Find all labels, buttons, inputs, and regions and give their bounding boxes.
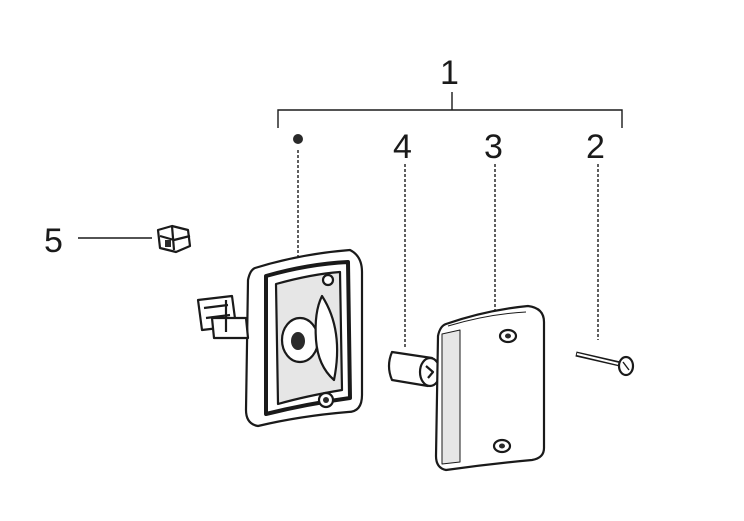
bulb-part [387, 350, 442, 388]
callout-label-5: 5 [44, 222, 63, 260]
group-bracket [277, 92, 623, 128]
housing-marker-dot [293, 134, 303, 144]
lens-part [434, 304, 546, 472]
callout-label-3: 3 [484, 128, 503, 166]
callout-group-5: 5 [44, 222, 152, 260]
clip-nut-part [156, 224, 192, 254]
callout-group-3: 3 [484, 128, 503, 312]
screw-part [575, 351, 635, 377]
callout-label-2: 2 [586, 128, 605, 166]
callout-label-4: 4 [393, 128, 412, 166]
callout-label-1: 1 [440, 54, 459, 92]
callout-group-4: 4 [393, 128, 412, 348]
callout-group-2: 2 [586, 128, 605, 340]
callout-group-1: 1 [277, 54, 623, 128]
lamp-housing-part [196, 248, 364, 428]
